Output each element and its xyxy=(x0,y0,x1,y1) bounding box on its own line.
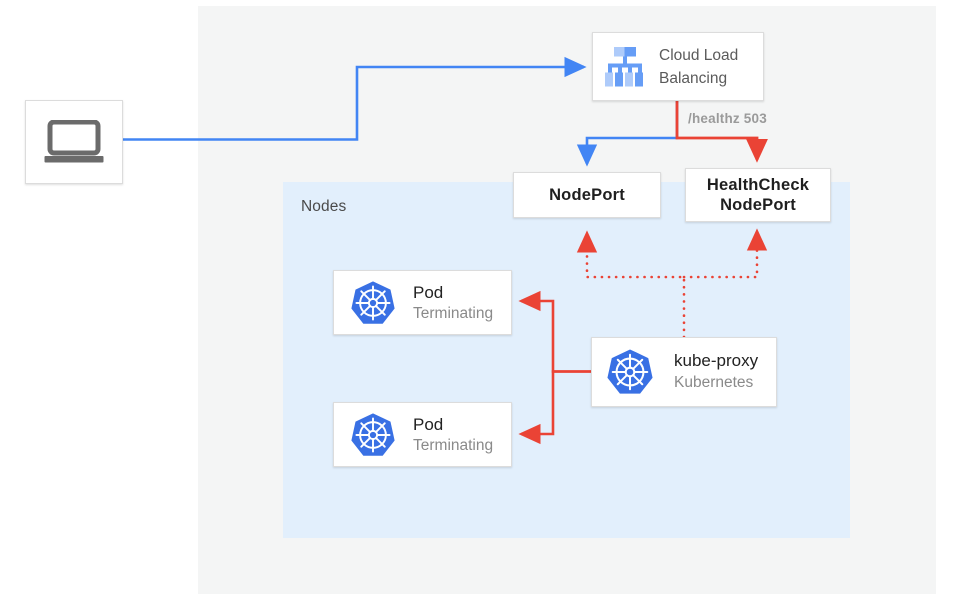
kubernetes-icon xyxy=(351,412,395,456)
pod-1-text: Pod Terminating xyxy=(413,282,493,324)
cloud-load-balancing-icon xyxy=(605,46,643,86)
kube-proxy-card[interactable]: kube-proxy Kubernetes xyxy=(591,337,777,407)
kube-proxy-title: kube-proxy xyxy=(674,351,759,370)
pod-2-status: Terminating xyxy=(413,436,494,454)
healthcheck-nodeport-line2: NodePort xyxy=(720,196,796,214)
healthz-status-label: /healthz 503 xyxy=(688,111,767,126)
pod-card-2[interactable]: Pod Terminating xyxy=(333,402,512,467)
healthcheck-nodeport-card[interactable]: HealthCheck NodePort xyxy=(685,168,831,222)
nodeport-card[interactable]: NodePort xyxy=(513,172,661,218)
healthcheck-nodeport-label: HealthCheck NodePort xyxy=(707,175,809,215)
kube-proxy-subtitle: Kubernetes xyxy=(674,374,754,391)
pod-2-text: Pod Terminating xyxy=(413,414,493,456)
kubernetes-icon xyxy=(351,280,395,324)
pod-card-1[interactable]: Pod Terminating xyxy=(333,270,512,335)
cloud-load-balancing-card[interactable]: Cloud Load Balancing xyxy=(592,32,764,101)
kubernetes-icon xyxy=(607,349,653,394)
cloud-load-balancing-line2: Balancing xyxy=(659,69,728,87)
healthcheck-nodeport-line1: HealthCheck xyxy=(706,176,810,194)
cloud-load-balancing-label: Cloud Load Balancing xyxy=(659,44,738,90)
nodeport-label: NodePort xyxy=(549,186,625,204)
nodes-panel-label: Nodes xyxy=(301,198,347,215)
laptop-icon xyxy=(44,120,104,163)
pod-1-title: Pod xyxy=(413,282,444,302)
pod-2-title: Pod xyxy=(413,414,444,434)
pod-1-status: Terminating xyxy=(413,304,494,322)
kube-proxy-text: kube-proxy Kubernetes xyxy=(674,350,758,394)
cloud-load-balancing-line1: Cloud Load xyxy=(659,46,739,64)
client-device-card[interactable] xyxy=(25,100,123,184)
